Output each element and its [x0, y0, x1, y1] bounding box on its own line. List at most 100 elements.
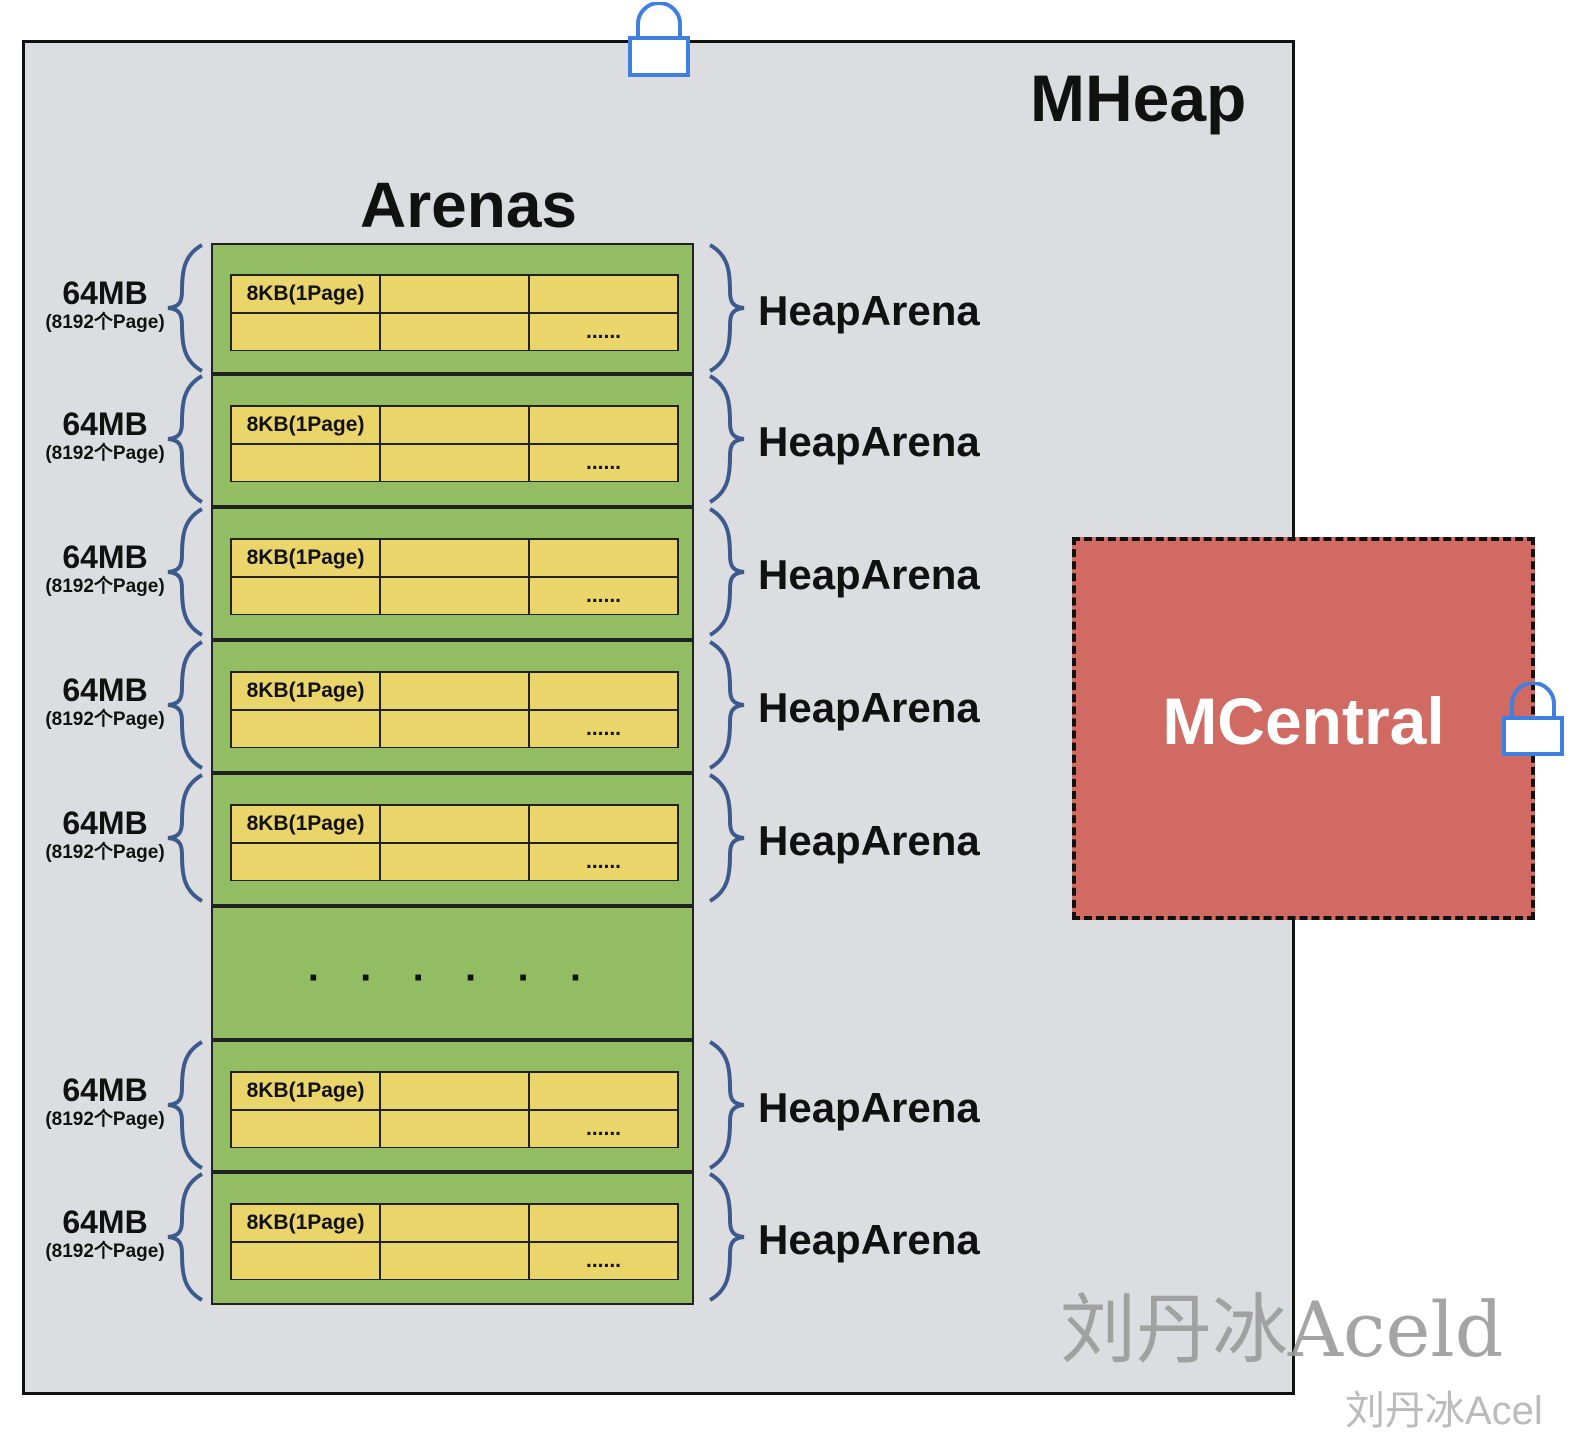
lock-icon: [1502, 682, 1564, 756]
heap-arena-label: HeapArena: [758, 1216, 980, 1263]
mheap-title: MHeap: [1030, 61, 1247, 135]
page-cell-label: 8KB(1Page): [231, 672, 380, 710]
page-grid: 8KB(1Page)......: [230, 671, 679, 748]
size-mb: 64MB: [62, 275, 148, 311]
left-brace-icon: [167, 773, 204, 903]
heap-arena-block: 8KB(1Page)......: [211, 1172, 694, 1305]
heap-arena-block: 8KB(1Page)......: [211, 640, 694, 773]
left-brace-icon: [167, 1040, 204, 1170]
right-brace-icon: [708, 773, 745, 903]
ellipsis: · · · · · ·: [307, 956, 598, 1000]
page-cell: [231, 313, 380, 351]
page-cell: [529, 406, 678, 444]
arena-size-label: 64MB(8192个Page): [30, 539, 180, 599]
heap-arena-label: HeapArena: [758, 817, 980, 864]
page-grid: 8KB(1Page)......: [230, 1203, 679, 1280]
page-cell-label: 8KB(1Page): [231, 406, 380, 444]
arena-ellipsis-block: · · · · · ·: [211, 906, 694, 1040]
size-pages: (8192个Page): [45, 443, 165, 464]
page-cell: [380, 1242, 529, 1280]
page-cell: [231, 843, 380, 881]
arena-size-label: 64MB(8192个Page): [30, 805, 180, 865]
heap-arena-label: HeapArena: [758, 418, 980, 465]
heap-arena-block: 8KB(1Page)......: [211, 1040, 694, 1172]
heap-arena-label: HeapArena: [758, 287, 980, 334]
heap-arena-label: HeapArena: [758, 1084, 980, 1131]
heap-arena-block: 8KB(1Page)......: [211, 374, 694, 507]
page-cell: [231, 710, 380, 748]
arenas-title: Arenas: [360, 169, 577, 241]
size-pages: (8192个Page): [45, 709, 165, 730]
page-cell: [529, 805, 678, 843]
size-pages: (8192个Page): [45, 1109, 165, 1130]
left-brace-icon: [167, 243, 204, 373]
left-brace-icon: [167, 374, 204, 504]
right-brace-icon: [708, 1040, 745, 1170]
mcentral-box: [1072, 537, 1535, 920]
size-pages: (8192个Page): [45, 842, 165, 863]
page-cell: [529, 672, 678, 710]
page-cell-more: ......: [529, 1110, 678, 1148]
arena-size-label: 64MB(8192个Page): [30, 1204, 180, 1264]
page-cell: [380, 1204, 529, 1242]
size-pages: (8192个Page): [45, 1241, 165, 1262]
right-brace-icon: [708, 507, 745, 637]
arena-size-label: 64MB(8192个Page): [30, 1072, 180, 1132]
arena-size-label: 64MB(8192个Page): [30, 406, 180, 466]
mcentral-title: MCentral: [1162, 684, 1445, 758]
page-cell: [231, 1110, 380, 1148]
heap-arena-block: 8KB(1Page)......: [211, 507, 694, 640]
arena-size-label: 64MB(8192个Page): [30, 275, 180, 335]
right-brace-icon: [708, 243, 745, 373]
page-grid: 8KB(1Page)......: [230, 538, 679, 615]
page-grid: 8KB(1Page)......: [230, 804, 679, 881]
page-cell-more: ......: [529, 710, 678, 748]
page-cell: [380, 577, 529, 615]
size-mb: 64MB: [62, 1204, 148, 1240]
heap-arena-label: HeapArena: [758, 684, 980, 731]
page-cell: [380, 1110, 529, 1148]
heap-arena-block: 8KB(1Page)......: [211, 243, 694, 374]
page-cell: [380, 275, 529, 313]
page-cell: [529, 1072, 678, 1110]
size-mb: 64MB: [62, 406, 148, 442]
right-brace-icon: [708, 1172, 745, 1302]
lock-icon: [628, 2, 690, 77]
left-brace-icon: [167, 507, 204, 637]
page-cell-more: ......: [529, 444, 678, 482]
size-mb: 64MB: [62, 672, 148, 708]
page-cell: [380, 805, 529, 843]
size-pages: (8192个Page): [45, 312, 165, 333]
arena-size-label: 64MB(8192个Page): [30, 672, 180, 732]
size-mb: 64MB: [62, 805, 148, 841]
page-cell: [380, 313, 529, 351]
page-cell: [380, 539, 529, 577]
page-cell: [231, 577, 380, 615]
heap-arena-block: 8KB(1Page)......: [211, 773, 694, 906]
page-cell: [380, 843, 529, 881]
page-cell: [380, 710, 529, 748]
size-mb: 64MB: [62, 539, 148, 575]
page-cell-more: ......: [529, 313, 678, 351]
page-cell-more: ......: [529, 843, 678, 881]
page-grid: 8KB(1Page)......: [230, 1071, 679, 1148]
page-cell: [231, 1242, 380, 1280]
page-grid: 8KB(1Page)......: [230, 274, 679, 351]
page-cell: [529, 275, 678, 313]
page-cell-label: 8KB(1Page): [231, 805, 380, 843]
page-cell-label: 8KB(1Page): [231, 1204, 380, 1242]
size-pages: (8192个Page): [45, 576, 165, 597]
watermark-secondary: 刘丹冰Acel: [1345, 1389, 1543, 1433]
right-brace-icon: [708, 640, 745, 770]
page-cell: [529, 539, 678, 577]
page-cell-more: ......: [529, 1242, 678, 1280]
page-cell: [231, 444, 380, 482]
page-cell: [380, 672, 529, 710]
heap-arena-label: HeapArena: [758, 551, 980, 598]
size-mb: 64MB: [62, 1072, 148, 1108]
page-cell: [380, 406, 529, 444]
page-grid: 8KB(1Page)......: [230, 405, 679, 482]
page-cell: [380, 444, 529, 482]
page-cell-label: 8KB(1Page): [231, 275, 380, 313]
page-cell-label: 8KB(1Page): [231, 1072, 380, 1110]
